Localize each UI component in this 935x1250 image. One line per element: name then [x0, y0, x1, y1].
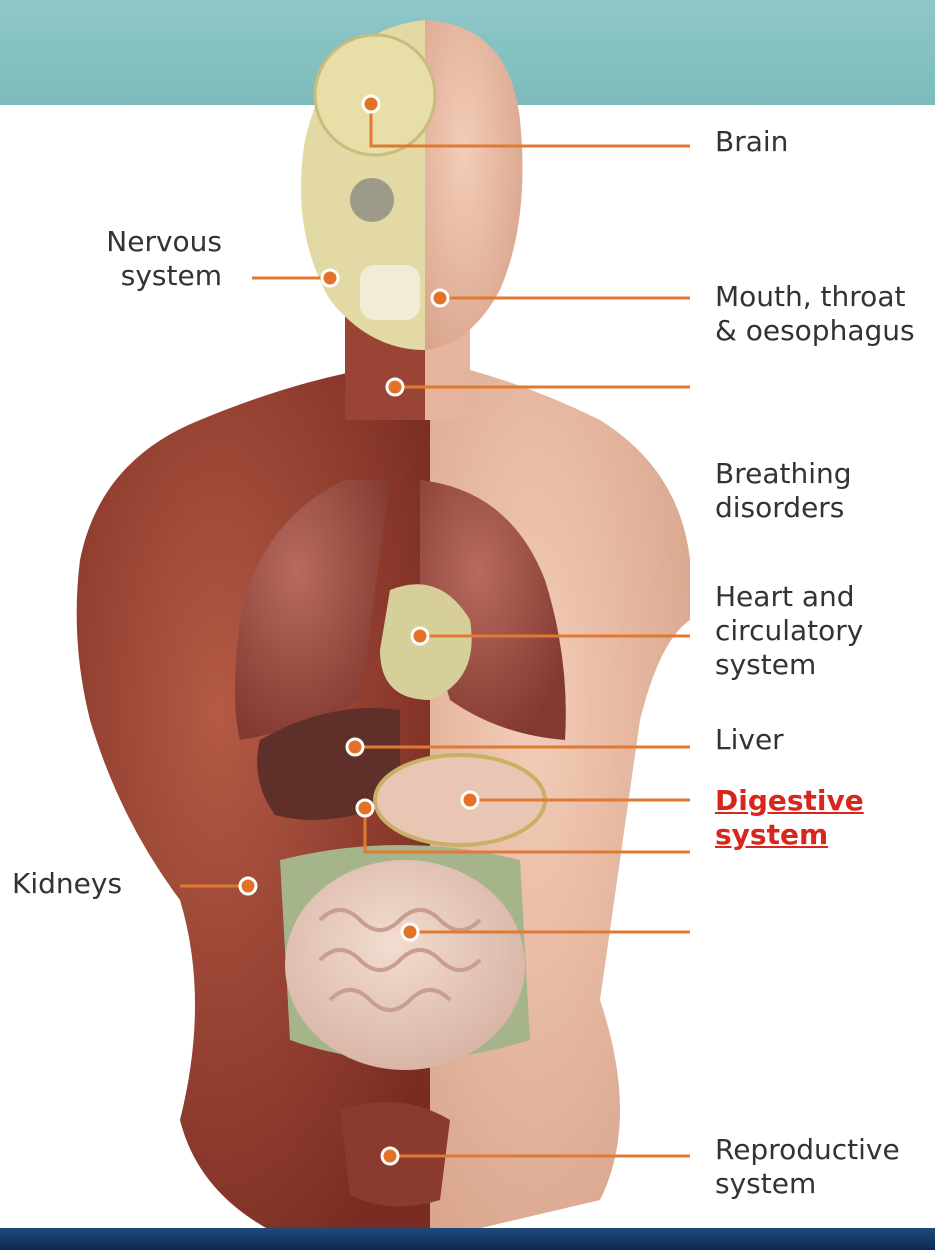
label-digestive-system[interactable]: Digestive system [715, 784, 864, 852]
hotspot-reproductive[interactable] [382, 1148, 398, 1164]
hotspot-pancreas[interactable] [357, 800, 373, 816]
label-brain[interactable]: Brain [715, 125, 788, 159]
hotspot-kidneys[interactable] [240, 878, 256, 894]
hotspot-liver[interactable] [347, 739, 363, 755]
hotspot-stomach[interactable] [462, 792, 478, 808]
label-mouth-throat-oesophagus[interactable]: Mouth, throat & oesophagus [715, 280, 915, 348]
intestine-model [285, 860, 525, 1070]
hotspot-heart[interactable] [412, 628, 428, 644]
label-kidneys[interactable]: Kidneys [12, 867, 122, 901]
eye-model [350, 178, 394, 222]
label-liver[interactable]: Liver [715, 723, 784, 757]
teeth-model [360, 265, 420, 320]
label-reproductive-system[interactable]: Reproductive system [715, 1133, 900, 1201]
brain-model [315, 35, 435, 155]
label-breathing-disorders[interactable]: Breathing disorders [715, 457, 852, 525]
hotspot-throat[interactable] [387, 379, 403, 395]
hotspot-mouth[interactable] [432, 290, 448, 306]
label-heart-circulatory[interactable]: Heart and circulatory system [715, 580, 863, 682]
hotspot-intestine[interactable] [402, 924, 418, 940]
label-nervous-system[interactable]: Nervous system [80, 225, 222, 293]
hotspot-nervous-system[interactable] [322, 270, 338, 286]
footer-band [0, 1228, 935, 1250]
hotspot-brain[interactable] [363, 96, 379, 112]
